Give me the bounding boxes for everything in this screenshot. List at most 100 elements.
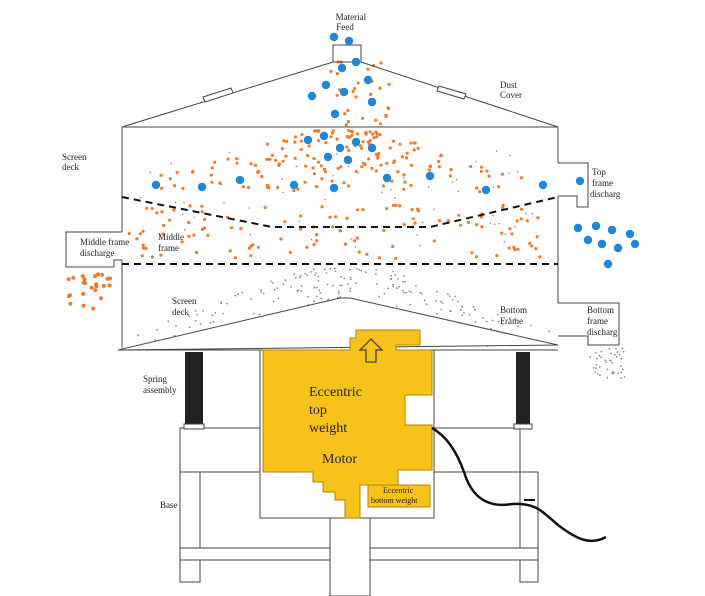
fine-particle bbox=[620, 357, 623, 360]
fine-particle bbox=[209, 321, 212, 324]
fine-particle bbox=[504, 233, 507, 235]
medium-particle bbox=[138, 232, 142, 236]
medium-particle bbox=[328, 215, 332, 219]
medium-particle bbox=[394, 203, 398, 207]
medium-particle bbox=[375, 132, 379, 136]
medium-particle bbox=[311, 166, 315, 170]
medium-particle bbox=[379, 163, 383, 167]
fine-particle bbox=[415, 285, 417, 287]
medium-particle bbox=[392, 203, 396, 207]
medium-particle bbox=[528, 241, 532, 245]
medium-particle bbox=[141, 243, 145, 247]
fine-particle bbox=[600, 356, 603, 359]
medium-particle bbox=[263, 205, 267, 210]
medium-particle bbox=[249, 162, 253, 166]
fine-particle bbox=[336, 153, 338, 155]
medium-particle bbox=[351, 89, 355, 94]
fine-particle bbox=[509, 154, 511, 157]
fine-particle bbox=[324, 268, 326, 271]
medium-particle bbox=[233, 256, 238, 260]
fine-particle bbox=[314, 274, 316, 276]
fine-particle bbox=[496, 313, 499, 316]
fine-particle bbox=[618, 353, 621, 356]
fine-particle bbox=[349, 287, 352, 290]
top-screen-deck bbox=[121, 196, 559, 228]
medium-particle bbox=[200, 210, 204, 214]
fine-particle bbox=[184, 229, 186, 231]
medium-particle bbox=[437, 165, 441, 169]
medium-particle bbox=[320, 177, 324, 181]
bottom-frame-label: Bottom Frame bbox=[500, 305, 529, 326]
dust-cover-label: Dust Cover bbox=[500, 80, 522, 100]
medium-particle bbox=[379, 61, 383, 65]
medium-particle bbox=[168, 177, 172, 181]
cover-clamp-right bbox=[436, 85, 467, 100]
fine-particle bbox=[439, 300, 442, 303]
medium-particle bbox=[210, 166, 214, 170]
fine-particle bbox=[357, 226, 359, 228]
fine-particle bbox=[433, 208, 436, 211]
medium-particle bbox=[519, 176, 524, 180]
fine-particle bbox=[293, 273, 295, 276]
fine-particle bbox=[349, 290, 351, 292]
medium-particle bbox=[265, 142, 270, 146]
fine-particle bbox=[427, 186, 430, 188]
fine-particle bbox=[360, 269, 362, 272]
fine-particle bbox=[606, 368, 609, 371]
medium-particle bbox=[159, 253, 163, 257]
large-particle bbox=[607, 225, 617, 235]
fine-particle bbox=[313, 268, 315, 270]
fine-particle bbox=[420, 293, 423, 295]
medium-particle bbox=[82, 277, 87, 282]
fine-particle bbox=[402, 280, 405, 283]
fine-particle bbox=[436, 312, 438, 315]
large-particle bbox=[307, 91, 317, 101]
medium-particle bbox=[427, 168, 431, 172]
medium-particle bbox=[254, 163, 258, 167]
fine-particle bbox=[492, 186, 495, 188]
medium-particle bbox=[192, 233, 196, 237]
medium-particle bbox=[480, 165, 484, 169]
large-particle bbox=[351, 137, 361, 147]
screen-deck-bottom-label: Screen deck bbox=[172, 296, 199, 317]
medium-particle bbox=[474, 255, 478, 259]
medium-particle bbox=[402, 187, 406, 191]
medium-particle bbox=[398, 142, 402, 146]
medium-particle bbox=[200, 204, 204, 208]
medium-particle bbox=[235, 157, 239, 161]
fine-particle bbox=[592, 367, 595, 369]
fine-particle bbox=[403, 176, 405, 179]
medium-particle bbox=[150, 207, 154, 211]
medium-particle bbox=[93, 274, 98, 279]
fine-particle bbox=[451, 299, 454, 301]
medium-particle bbox=[485, 169, 489, 173]
fine-particle bbox=[199, 323, 202, 325]
fine-particle bbox=[326, 283, 329, 286]
fine-particle bbox=[349, 276, 352, 279]
medium-particle bbox=[188, 204, 192, 208]
large-particle bbox=[344, 36, 354, 46]
motor-eccentric-assembly bbox=[262, 329, 433, 519]
fine-particle bbox=[435, 300, 437, 302]
medium-particle bbox=[71, 275, 76, 280]
fine-particle bbox=[454, 295, 457, 298]
fine-particle bbox=[250, 297, 253, 300]
fine-particle bbox=[613, 353, 616, 356]
fine-particle bbox=[223, 202, 225, 204]
fine-particle bbox=[508, 317, 511, 320]
large-particle bbox=[367, 143, 377, 153]
fine-particle bbox=[167, 320, 170, 323]
large-particles bbox=[151, 32, 640, 269]
medium-particle bbox=[230, 226, 234, 230]
medium-particle bbox=[409, 141, 413, 145]
fine-particle bbox=[615, 356, 618, 358]
large-particle bbox=[289, 180, 299, 190]
fine-particle bbox=[149, 171, 152, 174]
medium-particle bbox=[366, 67, 370, 71]
medium-particle bbox=[218, 181, 222, 185]
fine-particle bbox=[175, 325, 178, 327]
fine-particle bbox=[615, 347, 617, 350]
fine-particle bbox=[599, 374, 601, 376]
medium-particle bbox=[329, 69, 333, 73]
fine-particle bbox=[343, 277, 346, 280]
